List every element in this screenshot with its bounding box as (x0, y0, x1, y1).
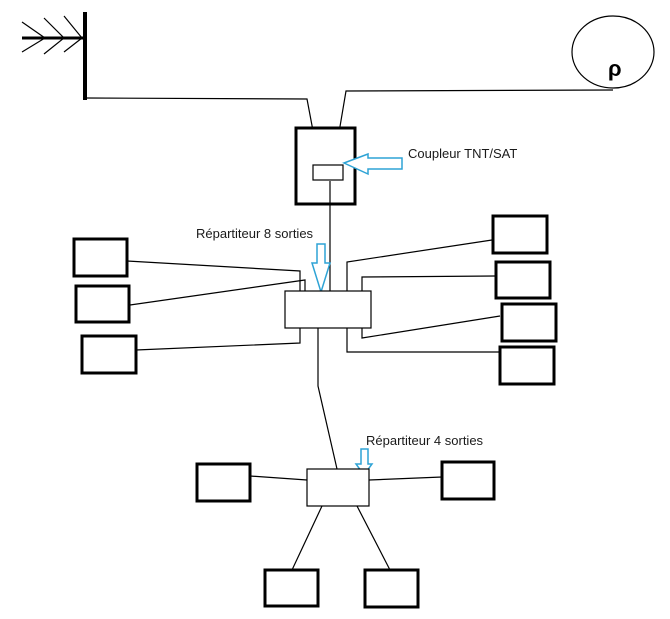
antenna-feed-line (85, 97, 321, 169)
device-box (80, 334, 138, 375)
device-box (363, 568, 420, 609)
splitter8 (284, 290, 372, 329)
splitter8-arrow-icon (310, 243, 332, 295)
dish-feed-glyph: ρ (608, 56, 622, 81)
device-box (500, 302, 558, 343)
device-box (72, 237, 129, 278)
splitter8-to-splitter4-line (317, 328, 338, 470)
splitter4-label: Répartiteur 4 sorties (366, 433, 484, 448)
splitter4 (306, 468, 370, 507)
splitter8-label: Répartiteur 8 sorties (196, 226, 314, 241)
splitter4-output-lines (249, 475, 443, 571)
device-box (440, 460, 496, 501)
coupler (294, 126, 357, 206)
coupler-label: Coupleur TNT/SAT (408, 146, 517, 161)
device-box (263, 568, 320, 608)
device-box (491, 214, 549, 255)
coupler-arrow-icon (342, 152, 403, 176)
device-box (74, 284, 131, 324)
device-box (494, 260, 552, 300)
splitter8-output-lines (126, 239, 501, 353)
satellite-dish-icon: ρ (571, 15, 655, 89)
antenna-icon (21, 12, 87, 100)
device-box (195, 462, 252, 503)
device-box (498, 345, 556, 386)
